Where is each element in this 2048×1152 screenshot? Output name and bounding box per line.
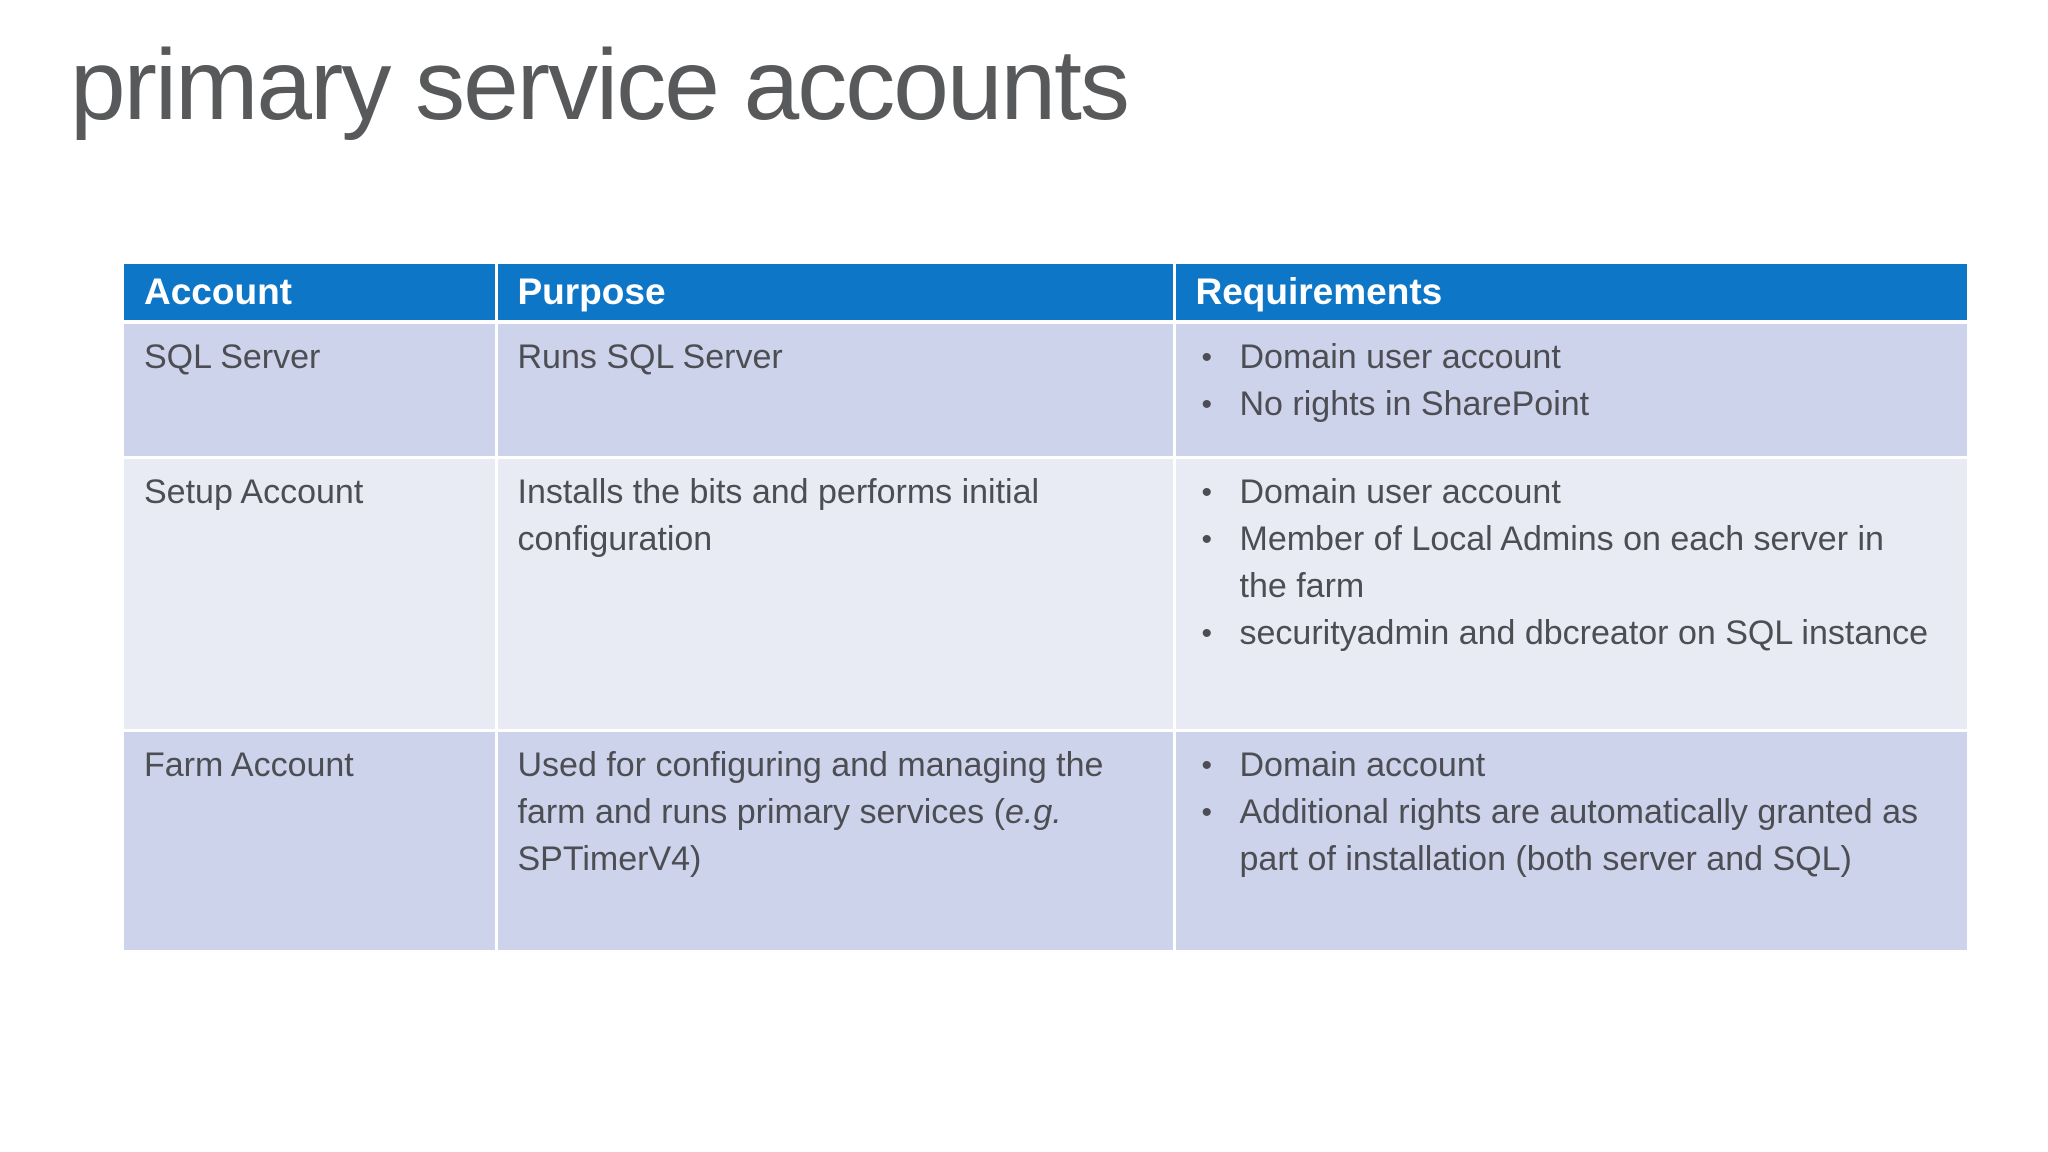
- requirement-item: securityadmin and dbcreator on SQL insta…: [1176, 610, 1938, 657]
- requirement-item: Domain user account: [1176, 469, 1938, 516]
- requirements-cell: Domain user account Member of Local Admi…: [1174, 457, 1967, 732]
- requirement-item: Domain user account: [1176, 334, 1938, 381]
- requirement-item: No rights in SharePoint: [1176, 381, 1938, 428]
- purpose-text: SPTimerV4): [517, 840, 702, 878]
- requirements-cell: Domain account Additional rights are aut…: [1174, 730, 1967, 953]
- requirement-item: Domain account: [1176, 742, 1938, 789]
- table-header-row: Account Purpose Requirements: [124, 264, 1967, 324]
- account-cell: Setup Account: [124, 457, 498, 732]
- requirements-cell: Domain user account No rights in SharePo…: [1174, 322, 1967, 459]
- purpose-text-italic: e.g.: [1004, 793, 1062, 831]
- requirement-item: Additional rights are automatically gran…: [1176, 789, 1938, 883]
- table-row-setup-account: Setup Account Installs the bits and perf…: [124, 457, 1967, 732]
- purpose-cell: Runs SQL Server: [496, 322, 1176, 459]
- column-header-requirements: Requirements: [1174, 264, 1967, 324]
- account-cell: SQL Server: [124, 322, 498, 459]
- purpose-cell: Installs the bits and performs initial c…: [496, 457, 1176, 732]
- purpose-text: Used for configuring and managing the fa…: [517, 746, 1104, 831]
- requirements-list: Domain account Additional rights are aut…: [1176, 742, 1938, 883]
- table-row-farm-account: Farm Account Used for configuring and ma…: [124, 730, 1967, 953]
- column-header-account: Account: [124, 264, 498, 324]
- requirements-list: Domain user account Member of Local Admi…: [1176, 469, 1938, 657]
- slide-title: primary service accounts: [70, 29, 1130, 141]
- requirement-item: Member of Local Admins on each server in…: [1176, 516, 1938, 610]
- requirements-list: Domain user account No rights in SharePo…: [1176, 334, 1938, 428]
- purpose-cell: Used for configuring and managing the fa…: [496, 730, 1176, 953]
- accounts-table: Account Purpose Requirements SQL Server …: [124, 264, 1967, 953]
- account-cell: Farm Account: [124, 730, 498, 953]
- table-row-sql-server: SQL Server Runs SQL Server Domain user a…: [124, 322, 1967, 459]
- column-header-purpose: Purpose: [496, 264, 1176, 324]
